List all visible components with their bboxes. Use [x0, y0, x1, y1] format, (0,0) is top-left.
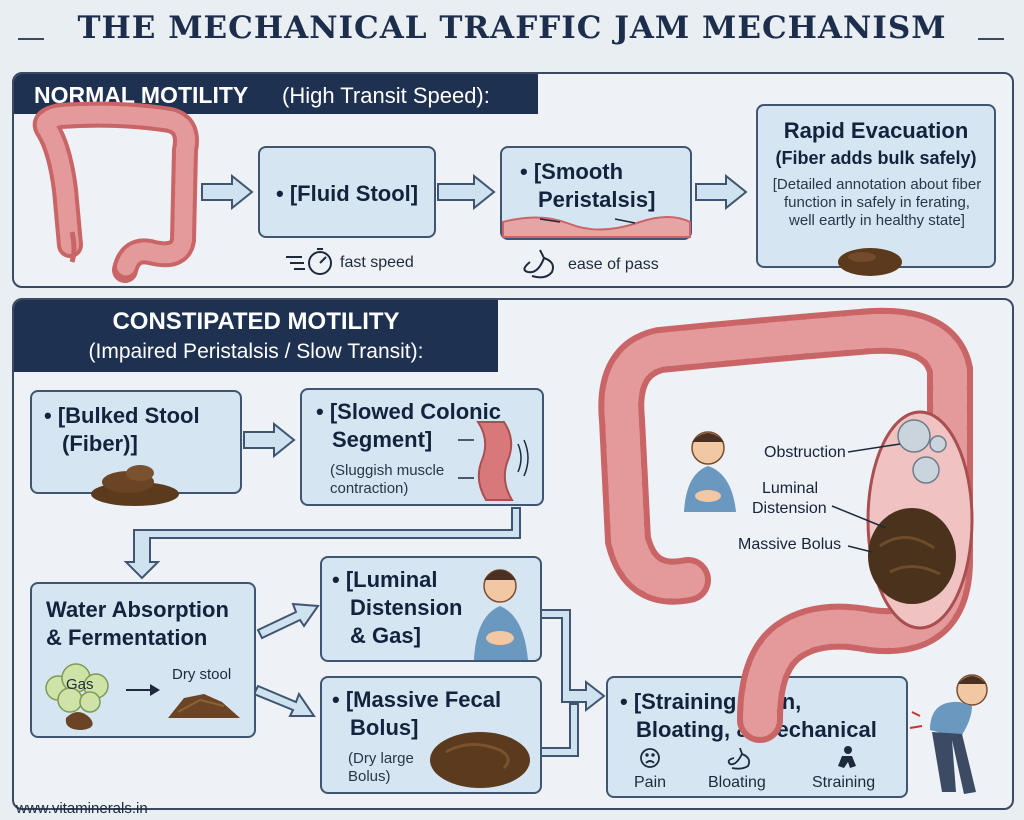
- fast-speed-caption: fast speed: [340, 254, 414, 271]
- smooth-peristalsis-box: • [Smooth Peristalsis]: [500, 146, 692, 240]
- massive-bolus-line1: • [Massive Fecal: [332, 687, 502, 712]
- dry-stool-label: Dry stool: [172, 666, 232, 683]
- rapid-evacuation-box: Rapid Evacuation (Fiber adds bulk safely…: [756, 104, 996, 268]
- constipated-header-line2: (Impaired Peristalsis / Slow Transit):: [88, 340, 424, 363]
- massive-bolus-note: (Dry large Bolus): [348, 750, 414, 785]
- straining-person-icon: [838, 746, 856, 768]
- icon-straining-label: Straining: [812, 774, 876, 791]
- luminal-distension-line1: • [Luminal: [332, 567, 438, 592]
- colon-luminal-label-1: Luminal: [762, 480, 819, 497]
- smooth-peristalsis-line1: • [Smooth: [520, 159, 624, 184]
- rapid-evacuation-subtitle: (Fiber adds bulk safely): [775, 148, 977, 168]
- bulked-stool-line1: • [Bulked Stool: [44, 403, 200, 428]
- slowed-colonic-line1: • [Slowed Colonic: [316, 399, 501, 424]
- luminal-distension-line3: & Gas]: [350, 623, 421, 648]
- fluid-stool-box: • [Fluid Stool]: [258, 146, 436, 238]
- fluid-stool-label: • [Fluid Stool]: [276, 181, 419, 206]
- massive-bolus-line2: Bolus]: [350, 715, 419, 740]
- page-title: THE MECHANICAL TRAFFIC JAM MECHANISM: [77, 10, 947, 46]
- bulked-stool-line2: (Fiber)]: [62, 431, 138, 456]
- normal-header-rest: (High Transit Speed):: [282, 83, 490, 108]
- smooth-peristalsis-line2: Peristalsis]: [538, 187, 656, 212]
- water-absorption-line2: & Fermentation: [46, 625, 208, 650]
- colon-bolus-label: Massive Bolus: [738, 536, 842, 553]
- footer-url[interactable]: www.vitaminerals.in: [16, 800, 148, 817]
- rapid-evacuation-note: [Detailed annotation about fiber functio…: [772, 176, 982, 229]
- luminal-distension-line2: Distension: [350, 595, 463, 620]
- constipated-header: CONSTIPATED MOTILITY (Impaired Peristals…: [14, 300, 498, 372]
- slowed-colonic-note: (Sluggish muscle contraction): [330, 462, 445, 497]
- constipated-header-line1: CONSTIPATED MOTILITY: [112, 308, 400, 335]
- colon-luminal-label-2: Distension: [752, 500, 827, 517]
- slowed-colonic-line2: Segment]: [332, 427, 433, 452]
- colon-obstruction-label: Obstruction: [764, 444, 846, 461]
- icon-bloating-label: Bloating: [708, 774, 766, 791]
- sad-face-icon: [640, 748, 660, 768]
- icon-pain-label: Pain: [634, 774, 667, 791]
- ease-of-pass-caption: ease of pass: [568, 256, 659, 273]
- title-rule: [18, 38, 1004, 40]
- water-absorption-line1: Water Absorption: [46, 597, 229, 622]
- footer-rule: [172, 809, 196, 810]
- bloating-stomach-icon: [727, 747, 751, 770]
- gas-label: Gas: [66, 676, 94, 693]
- rapid-evacuation-title: Rapid Evacuation: [783, 118, 969, 143]
